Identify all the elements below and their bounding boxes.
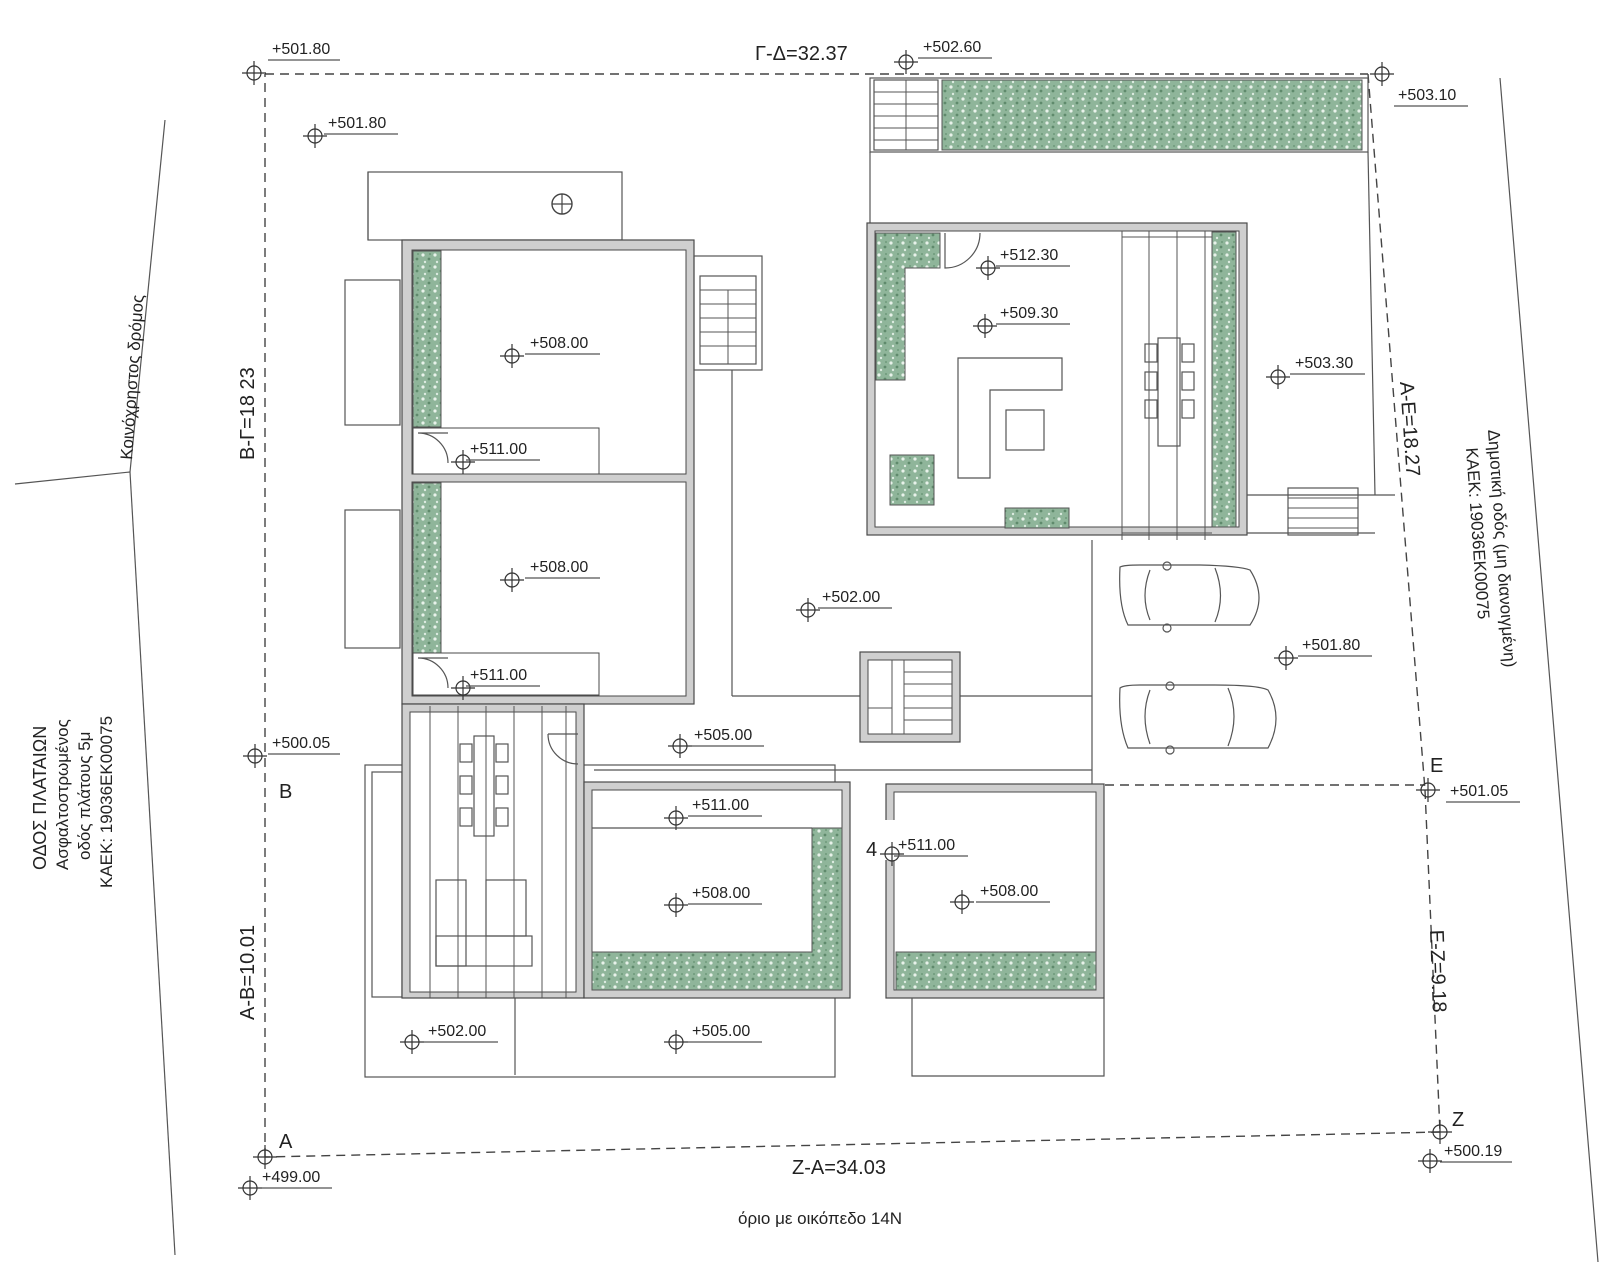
level-label: +503.10: [1398, 87, 1456, 104]
plot-boundary: [264, 73, 1441, 1158]
bbq-icon: [551, 193, 573, 215]
level-label: +499.00: [262, 1169, 320, 1186]
level-label: +501.80: [328, 115, 386, 132]
stair-mark: 4: [866, 839, 877, 861]
west-building: [344, 171, 1092, 771]
west-street-kaek: ΚΑΕΚ: 19036ΕΚ00075: [97, 716, 116, 888]
sofa-upper: [957, 357, 1063, 479]
level-label: +511.00: [692, 797, 749, 814]
east-road-caption: Δημοτική οδός (μη διανοιγμένη): [1484, 429, 1520, 668]
pergola-south: [429, 706, 567, 998]
point-b: B: [279, 781, 292, 803]
level-label: +503.30: [1295, 355, 1353, 372]
level-label: +509.30: [1000, 305, 1058, 322]
level-label: +511.00: [470, 667, 527, 684]
west-street-name: ΟΔΟΣ ΠΛΑΤΑΙΩΝ: [30, 726, 50, 870]
point-e: E: [1430, 755, 1443, 777]
dimension-ez: Ε-Ζ=9.18: [1425, 929, 1450, 1013]
level-label: +502.00: [822, 589, 880, 606]
dimension-gd: Γ-Δ=32.37: [755, 43, 848, 65]
door-west-a: [417, 432, 449, 464]
north-road-caption: Κοινόχρηστος δρόμος: [117, 294, 147, 460]
level-label: +508.00: [530, 559, 588, 576]
point-a: A: [279, 1131, 293, 1153]
upper-building: [866, 222, 1395, 540]
dimension-bg: Β-Γ=18 23: [237, 367, 259, 460]
north-stairs: [873, 79, 939, 151]
level-label: +500.05: [272, 735, 330, 752]
dimension-ae: Α-Ε=18.27: [1395, 381, 1424, 477]
parking-area: [1091, 540, 1277, 785]
car-icon: [1119, 561, 1260, 633]
dimension-ab: Α-Β=10.01: [237, 925, 259, 1020]
door-south: [547, 733, 579, 765]
level-label: +511.00: [470, 441, 527, 458]
center-stairs: [859, 651, 961, 743]
level-label: +500.19: [1444, 1143, 1502, 1160]
level-label: +511.00: [898, 837, 955, 854]
south-boundary-caption: όριο με οικόπεδο 14Ν: [738, 1209, 902, 1228]
southwest-building: [364, 703, 851, 1078]
level-label: +512.30: [1000, 247, 1058, 264]
level-label: +508.00: [980, 883, 1038, 900]
dimension-za: Ζ-Α=34.03: [792, 1157, 886, 1179]
level-label: +501.05: [1450, 783, 1508, 800]
pergola-upper: [1121, 231, 1212, 540]
west-street-desc: Ασφαλτοστρωμένος: [53, 719, 72, 870]
north-terrace: [869, 77, 1376, 496]
west-street-width: οδός πλάτους 5μ: [75, 732, 94, 860]
door-west-b: [417, 657, 449, 689]
level-label: +502.60: [923, 39, 981, 56]
dimension-labels: Γ-Δ=32.37 Ζ-Α=34.03 Β-Γ=18 23 Α-Β=10.01 …: [237, 43, 1464, 1179]
level-label: +508.00: [692, 885, 750, 902]
level-label: +505.00: [692, 1023, 750, 1040]
southeast-building: [880, 783, 1105, 1077]
level-label: +501.80: [1302, 637, 1360, 654]
east-stairs: [1287, 487, 1359, 536]
point-z: Z: [1452, 1109, 1464, 1131]
level-label: +508.00: [530, 335, 588, 352]
sofa-south: [435, 879, 533, 967]
level-labels: +501.80 +501.80 +502.60 +503.10 +508.00 …: [258, 39, 1520, 1189]
level-label: +502.00: [428, 1023, 486, 1040]
dining-table-south: [459, 735, 509, 837]
road-lines: [14, 77, 1599, 1263]
dining-table-upper: [1144, 337, 1195, 447]
car-icon: [1119, 681, 1277, 755]
level-label: +501.80: [272, 41, 330, 58]
level-label: +505.00: [694, 727, 752, 744]
west-stairs: [693, 255, 763, 371]
door-upper: [944, 232, 981, 269]
